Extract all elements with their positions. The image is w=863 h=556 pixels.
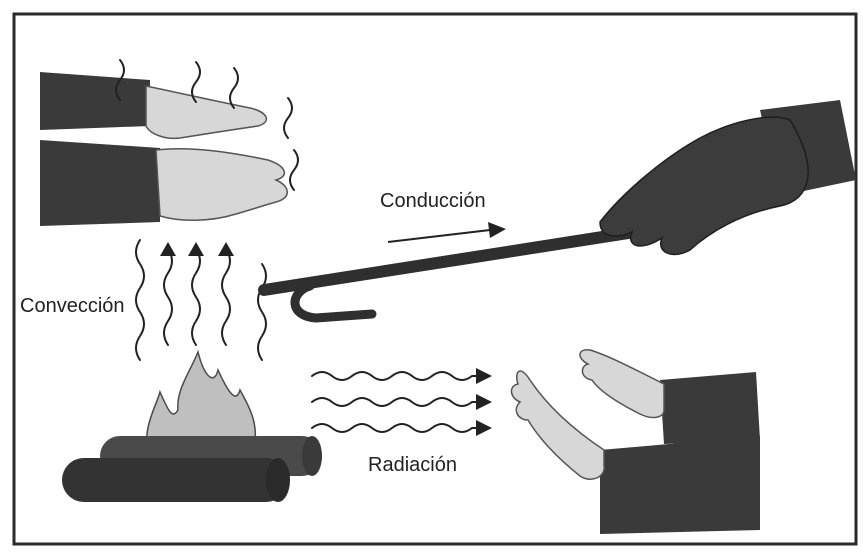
conduction-label: Conducción: [380, 190, 486, 212]
upper-sleeve: [40, 72, 150, 130]
log-front: [62, 458, 288, 502]
log-back-end: [302, 436, 322, 476]
convection-label: Convección: [20, 295, 125, 317]
right-upper-sleeve: [660, 372, 760, 444]
lower-sleeve: [40, 140, 160, 226]
right-lower-sleeve: [600, 436, 760, 534]
log-front-end: [266, 458, 290, 502]
radiation-label: Radiación: [368, 454, 457, 476]
